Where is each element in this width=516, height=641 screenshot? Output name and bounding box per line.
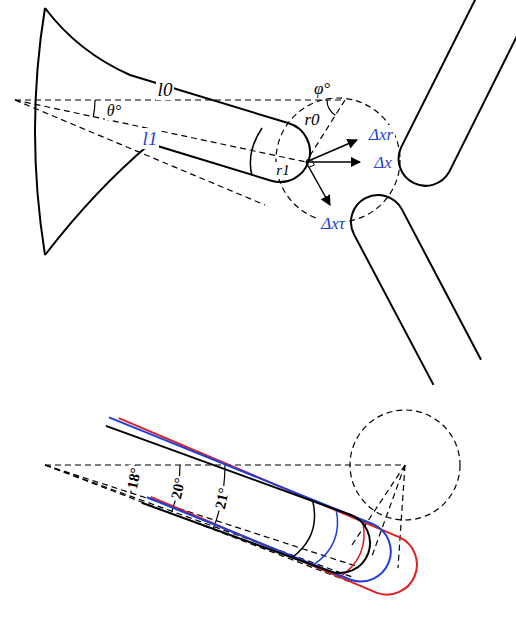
tooth-black: [106, 426, 370, 573]
finger-upper: [399, 0, 516, 186]
tooth-red: [119, 418, 417, 594]
displacement-label: Δxτ: [319, 214, 347, 233]
finger-lower: [351, 195, 481, 385]
angle-label: θ°: [105, 102, 123, 120]
theta-arc: [93, 100, 95, 117]
dxt-arrow: [306, 162, 330, 205]
radius-label: r0: [302, 110, 321, 129]
l1-line: [15, 100, 265, 205]
root-edge: [35, 8, 45, 255]
displacement-label: Δxr: [367, 125, 395, 144]
angle-20-line: [45, 465, 355, 578]
length-label: l0: [156, 79, 175, 100]
arc-blue: [314, 509, 338, 565]
tooth-outline: [45, 8, 310, 255]
arc-red: [340, 522, 365, 577]
angle-18-line: [45, 465, 359, 567]
phi-arc: [327, 100, 335, 115]
l0-line: [15, 99, 345, 100]
angle-label: φ°: [312, 79, 332, 98]
dxr-arrow: [306, 140, 357, 162]
angle-value: 21°: [211, 484, 233, 512]
fan-line: [352, 465, 405, 545]
lower-figure: [45, 410, 460, 595]
radius-label: r1: [274, 162, 291, 179]
displacement-label: Δx: [372, 153, 394, 172]
arc-black: [292, 501, 314, 557]
fan-line: [398, 465, 405, 568]
upper-figure: [15, 0, 516, 385]
contact-line: [15, 100, 306, 162]
dx-arrow: [306, 161, 360, 163]
angle-value: 20°: [167, 474, 189, 502]
right-angle-mark: [309, 160, 315, 168]
angle-value: 18°: [123, 464, 145, 492]
length-label: l1: [141, 128, 160, 149]
